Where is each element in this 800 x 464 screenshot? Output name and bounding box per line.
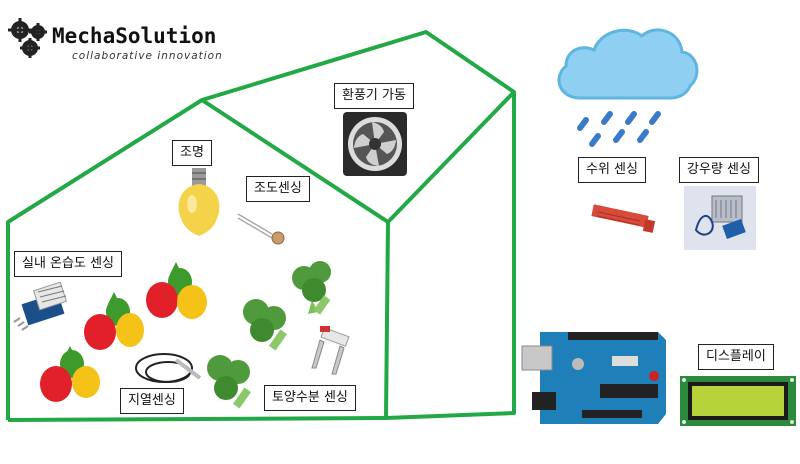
rainfall-sensor-icon — [684, 186, 756, 250]
broccoli-icon — [292, 261, 331, 315]
lighting-label: 조명 — [172, 140, 212, 166]
dht-sensor-icon — [13, 281, 68, 331]
water-level-label: 수위 센싱 — [578, 157, 646, 183]
soil-moisture-sensor-icon — [311, 326, 350, 375]
display-label: 디스플레이 — [698, 344, 774, 370]
greenhouse-outline — [6, 30, 516, 422]
pepper-group-icon — [146, 262, 207, 319]
gear-logo-icon — [8, 18, 47, 58]
soil-moisture-label: 토양수분 센싱 — [264, 385, 356, 411]
ground-temp-label: 지열센싱 — [120, 388, 184, 414]
pepper-group-icon — [40, 346, 100, 402]
lcd-display-icon — [680, 376, 796, 426]
light-bulb-icon — [178, 168, 220, 236]
logo-title: MechaSolution — [52, 24, 217, 48]
broccoli-icon — [207, 355, 252, 409]
fan-label: 환풍기 가동 — [334, 83, 414, 109]
arduino-board-icon — [521, 332, 666, 424]
ground-temp-probe-icon — [135, 353, 202, 383]
logo-subtitle: collaborative innovation — [72, 50, 223, 62]
water-level-sensor-icon — [591, 204, 656, 233]
fan-icon — [343, 112, 407, 176]
pepper-group-icon — [84, 292, 144, 350]
rainfall-label: 강우량 센싱 — [679, 157, 759, 183]
ldr-sensor-icon — [237, 213, 285, 245]
temp-humidity-label: 실내 온습도 센싱 — [14, 251, 122, 277]
rain-cloud-icon — [557, 28, 699, 147]
illuminance-label: 조도센싱 — [246, 176, 310, 202]
broccoli-icon — [243, 299, 288, 351]
